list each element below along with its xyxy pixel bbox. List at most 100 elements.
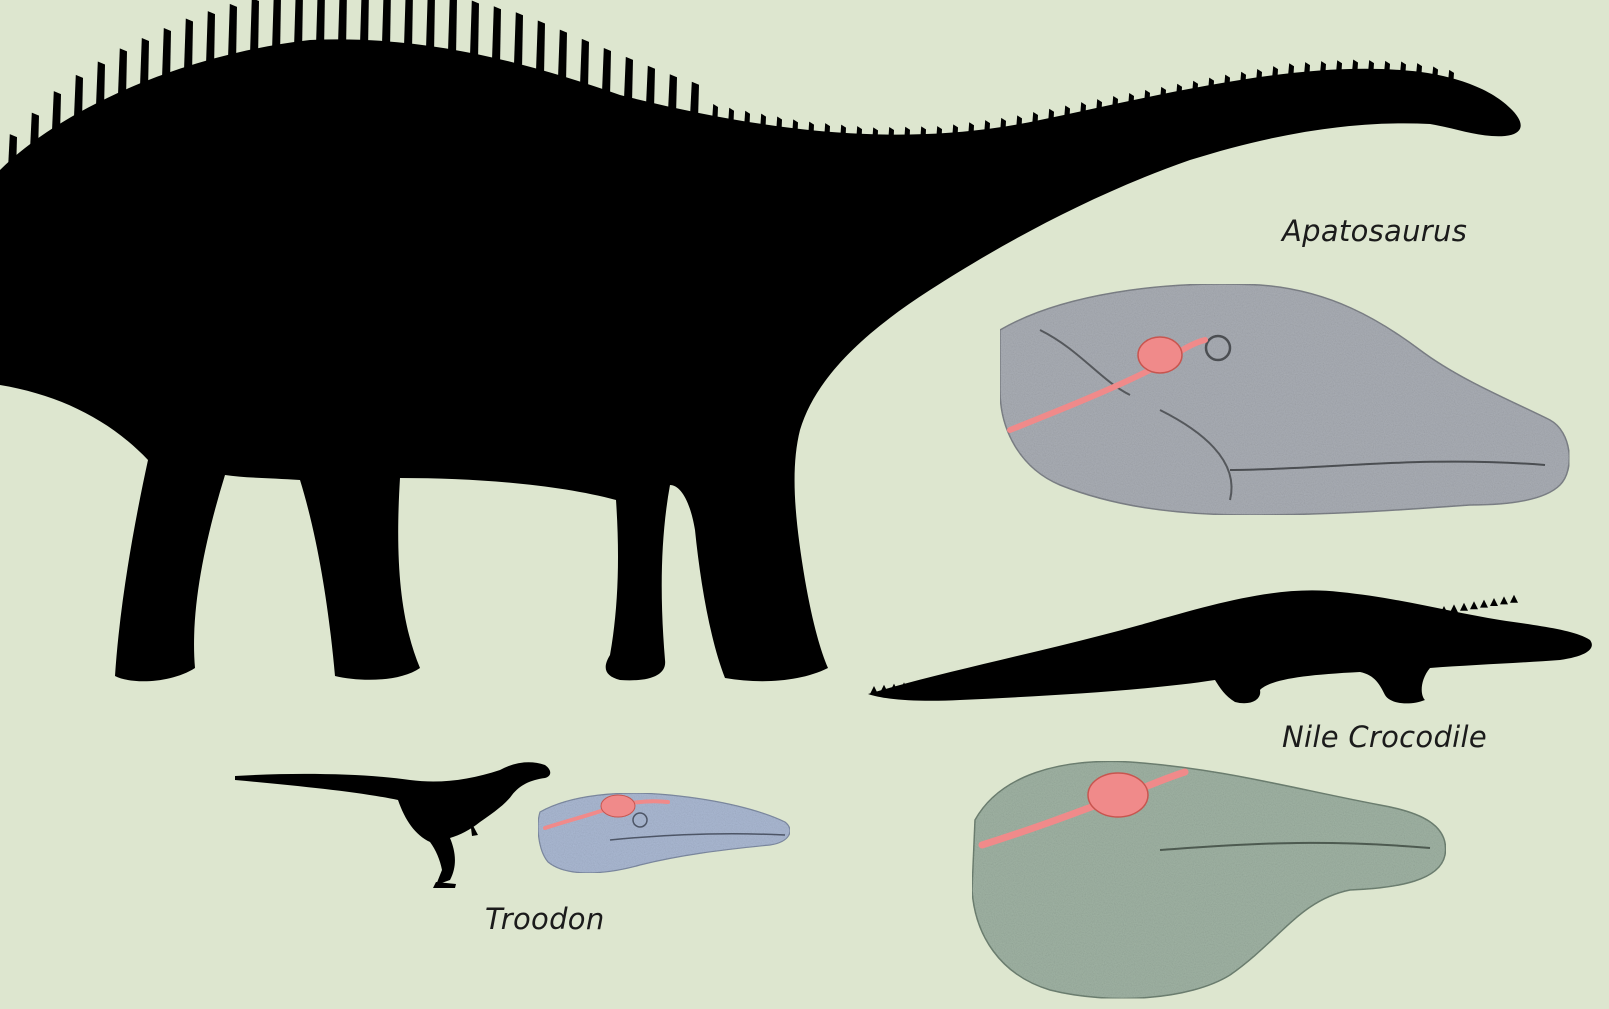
spine-mark: [920, 126, 926, 142]
spine-mark: [1288, 63, 1294, 76]
spine-mark: [360, 0, 369, 45]
spine-mark: [904, 127, 910, 143]
spine-mark: [162, 28, 171, 79]
apatosaurus-brain: [1138, 337, 1182, 373]
scute-mark: [1450, 604, 1458, 612]
spine-mark: [184, 19, 193, 71]
crocodile-label: Nile Crocodile: [1282, 720, 1487, 754]
spine-mark: [668, 74, 677, 112]
apatosaurus-label: Apatosaurus: [1282, 214, 1467, 248]
spine-mark: [492, 6, 501, 60]
spine-mark: [856, 126, 862, 143]
spine-mark: [580, 39, 589, 86]
spine-mark: [1304, 62, 1310, 75]
spine-mark: [776, 117, 782, 134]
spine-mark: [1144, 90, 1150, 104]
spine-mark: [1096, 99, 1102, 114]
scute-mark: [1490, 598, 1498, 606]
spine-mark: [1400, 62, 1406, 74]
spine-mark: [1208, 78, 1214, 92]
spine-mark: [30, 113, 39, 150]
spine-mark: [1032, 112, 1038, 127]
spine-mark: [426, 0, 435, 49]
spine-mark: [404, 0, 413, 47]
spine-mark: [448, 0, 457, 52]
spine-mark: [338, 0, 347, 45]
spine-mark: [1128, 93, 1134, 107]
spine-mark: [1352, 60, 1358, 73]
spine-mark: [1192, 81, 1198, 95]
spine-mark: [1320, 61, 1326, 74]
crocodile-head-illustration: [972, 761, 1446, 998]
apatosaurus-head-illustration: [1000, 284, 1569, 515]
troodon-silhouette: [235, 762, 550, 888]
spine-mark: [690, 82, 699, 117]
spine-mark: [1224, 75, 1230, 89]
spine-mark: [558, 30, 567, 79]
spine-mark: [1256, 69, 1262, 82]
spine-mark: [824, 123, 830, 140]
spine-mark: [602, 48, 611, 93]
spine-mark: [760, 114, 766, 131]
spine-mark: [272, 0, 281, 51]
spine-mark: [646, 66, 655, 106]
spine-mark: [294, 0, 303, 48]
spine-mark: [1368, 60, 1374, 72]
spine-mark: [1384, 61, 1390, 73]
crocodile-skull: [972, 761, 1446, 998]
spine-mark: [936, 126, 942, 142]
spine-mark: [624, 57, 633, 99]
spine-mark: [1432, 67, 1438, 79]
spine-mark: [1000, 118, 1006, 134]
crocodile-brain: [1088, 773, 1148, 817]
spine-mark: [872, 127, 878, 144]
spine-mark: [840, 125, 846, 142]
spine-mark: [1080, 102, 1086, 117]
spine-mark: [728, 108, 734, 126]
spine-mark: [1416, 63, 1422, 75]
spine-mark: [712, 104, 718, 122]
spine-mark: [1048, 109, 1054, 124]
troodon-label: Troodon: [485, 902, 605, 936]
scute-mark: [1470, 601, 1478, 609]
spine-mark: [228, 4, 237, 59]
scute-mark: [1460, 603, 1468, 611]
spine-mark: [382, 0, 391, 44]
scute-mark: [1500, 596, 1508, 604]
spine-mark: [968, 122, 974, 138]
spine-mark: [1112, 96, 1118, 111]
spine-mark: [984, 120, 990, 136]
spine-mark: [74, 75, 83, 117]
spine-mark: [140, 38, 149, 87]
spine-mark: [96, 62, 105, 106]
spine-mark: [888, 127, 894, 143]
spine-mark: [952, 124, 958, 140]
spine-mark: [1064, 105, 1070, 120]
spine-mark: [808, 122, 814, 139]
troodon-skull: [538, 793, 790, 873]
spine-mark: [206, 11, 215, 65]
spine-mark: [250, 0, 259, 55]
spine-mark: [8, 134, 17, 169]
troodon-head-illustration: [538, 793, 790, 873]
scute-mark: [1480, 600, 1488, 608]
spine-mark: [792, 119, 798, 136]
spine-mark: [1272, 66, 1278, 79]
spine-mark: [1016, 115, 1022, 130]
spine-mark: [118, 48, 127, 95]
spine-mark: [1240, 72, 1246, 86]
spine-mark: [1336, 60, 1342, 73]
spine-mark: [1448, 70, 1454, 82]
spine-mark: [1176, 84, 1182, 98]
spine-mark: [514, 12, 523, 65]
scute-mark: [1510, 595, 1518, 603]
spine-mark: [52, 91, 61, 131]
spine-mark: [1160, 87, 1166, 101]
spine-mark: [536, 20, 545, 71]
troodon-brain: [601, 795, 635, 817]
spine-mark: [744, 111, 750, 129]
spine-mark: [316, 0, 325, 46]
scute-mark: [870, 686, 878, 694]
